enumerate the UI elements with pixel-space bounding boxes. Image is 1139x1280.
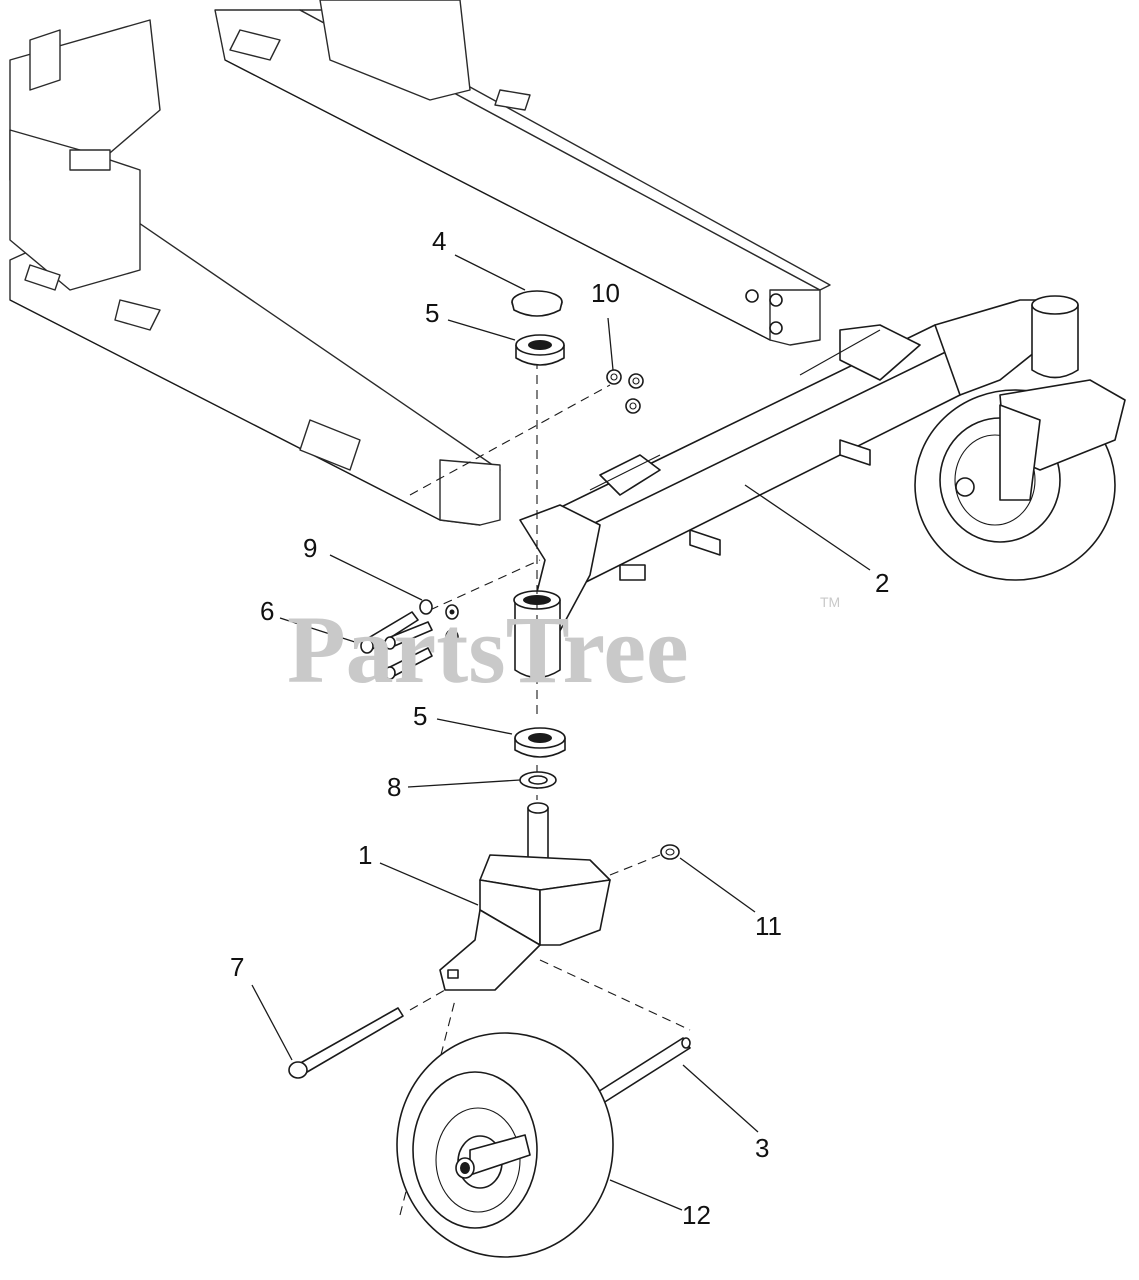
callout-8: 8 [387, 772, 401, 802]
watermark-text: PartsTree [287, 596, 689, 703]
bearing-upper [515, 334, 565, 366]
callout-12: 12 [682, 1200, 711, 1230]
bearing-lower [514, 727, 566, 758]
watermark: PartsTree TM [287, 594, 840, 703]
callout-5-upper: 5 [425, 298, 439, 328]
watermark-trademark: TM [820, 594, 840, 610]
callout-9: 9 [303, 533, 317, 563]
callout-11: 11 [755, 911, 782, 941]
right-caster-wheel [914, 379, 1126, 581]
callouts: 4 5 10 2 9 6 5 8 1 11 7 3 12 [230, 226, 889, 1230]
dust-cap [511, 290, 563, 317]
bolts [360, 611, 433, 680]
lock-washers [419, 599, 459, 645]
grease-fitting [660, 844, 680, 860]
main-frame [9, 0, 831, 526]
callout-2: 2 [875, 568, 889, 598]
washer [519, 771, 557, 789]
callout-1: 1 [358, 840, 372, 870]
callout-4: 4 [432, 226, 446, 256]
callout-10: 10 [591, 278, 620, 308]
callout-6: 6 [260, 596, 274, 626]
front-wheel [396, 1032, 614, 1258]
leader-lines [251, 254, 871, 1211]
axle-pin [288, 1007, 404, 1079]
callout-7: 7 [230, 952, 244, 982]
spacer-tube [589, 1037, 691, 1108]
front-axle [519, 295, 1079, 641]
callout-3: 3 [755, 1133, 769, 1163]
callout-5-lower: 5 [413, 701, 427, 731]
nuts [606, 369, 644, 414]
caster-fork [439, 802, 611, 991]
